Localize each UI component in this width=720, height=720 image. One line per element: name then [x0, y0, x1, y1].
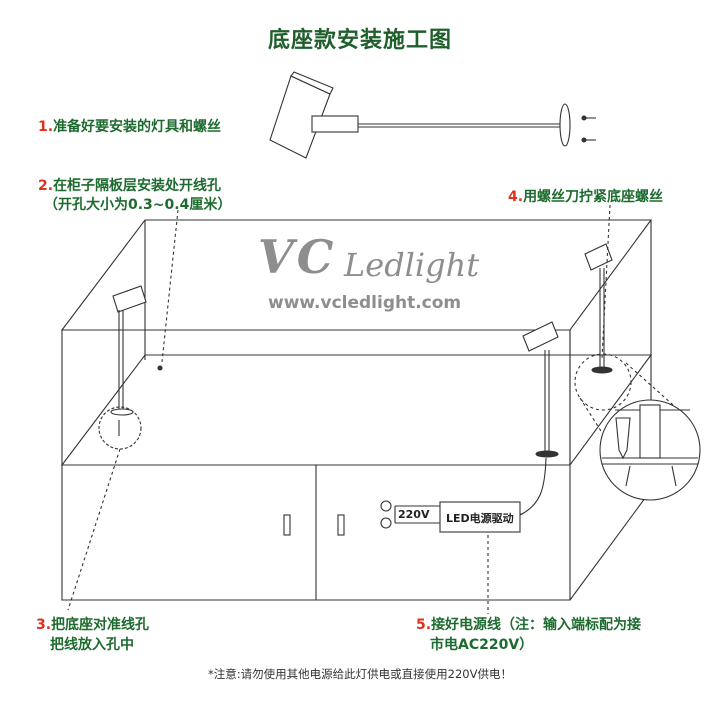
step-1-text: 准备好要安装的灯具和螺丝	[53, 119, 222, 135]
led-driver	[380, 500, 522, 533]
zoom-detail-screw	[599, 399, 701, 501]
cabinet-outline	[60, 219, 653, 601]
step-4: 4.用螺丝刀拧紧底座螺丝	[508, 186, 663, 206]
step-2-detail: （开孔大小为0.3~0.4厘米）	[44, 197, 232, 213]
door-handle-left	[283, 514, 291, 536]
logo-ledlight: Ledlight	[344, 246, 480, 284]
driver-label: LED电源驱动	[446, 512, 514, 525]
step-1-number: 1.	[38, 119, 54, 135]
lamp-with-screws-illustration	[269, 71, 596, 159]
step-2-text: 在柜子隔板层安装处开线孔	[53, 178, 222, 194]
step-4-number: 4.	[508, 189, 524, 205]
lamp-middle	[519, 321, 559, 516]
step-1: 1.准备好要安装的灯具和螺丝	[38, 116, 221, 136]
logo-vc: VC	[258, 230, 337, 284]
lamp-right	[584, 243, 613, 374]
step-5-detail: 市电AC220V）	[430, 637, 534, 653]
footnote: *注意:请勿使用其他电源给此灯供电或直接使用220V供电！	[208, 667, 512, 681]
lamp-left	[110, 285, 163, 416]
step-5: 5.接好电源线（注：输入端标配为接	[416, 614, 641, 634]
step-2-number: 2.	[38, 178, 54, 194]
step-3: 3.把底座对准线孔	[36, 614, 149, 634]
voltage-label: 220V	[398, 508, 430, 521]
step-5-number: 5.	[416, 617, 432, 633]
page-title: 底座款安装施工图	[267, 28, 452, 53]
step-5-text: 接好电源线（注：输入端标配为接	[431, 617, 642, 633]
step-2: 2.在柜子隔板层安装处开线孔	[38, 175, 221, 195]
step-4-text: 用螺丝刀拧紧底座螺丝	[523, 189, 664, 205]
step-3-detail: 把线放入孔中	[50, 637, 134, 653]
step-3-text: 把底座对准线孔	[51, 617, 150, 633]
step-3-number: 3.	[36, 617, 52, 633]
door-handle-right	[337, 514, 345, 536]
logo-url: www.vcledlight.com	[268, 293, 462, 313]
